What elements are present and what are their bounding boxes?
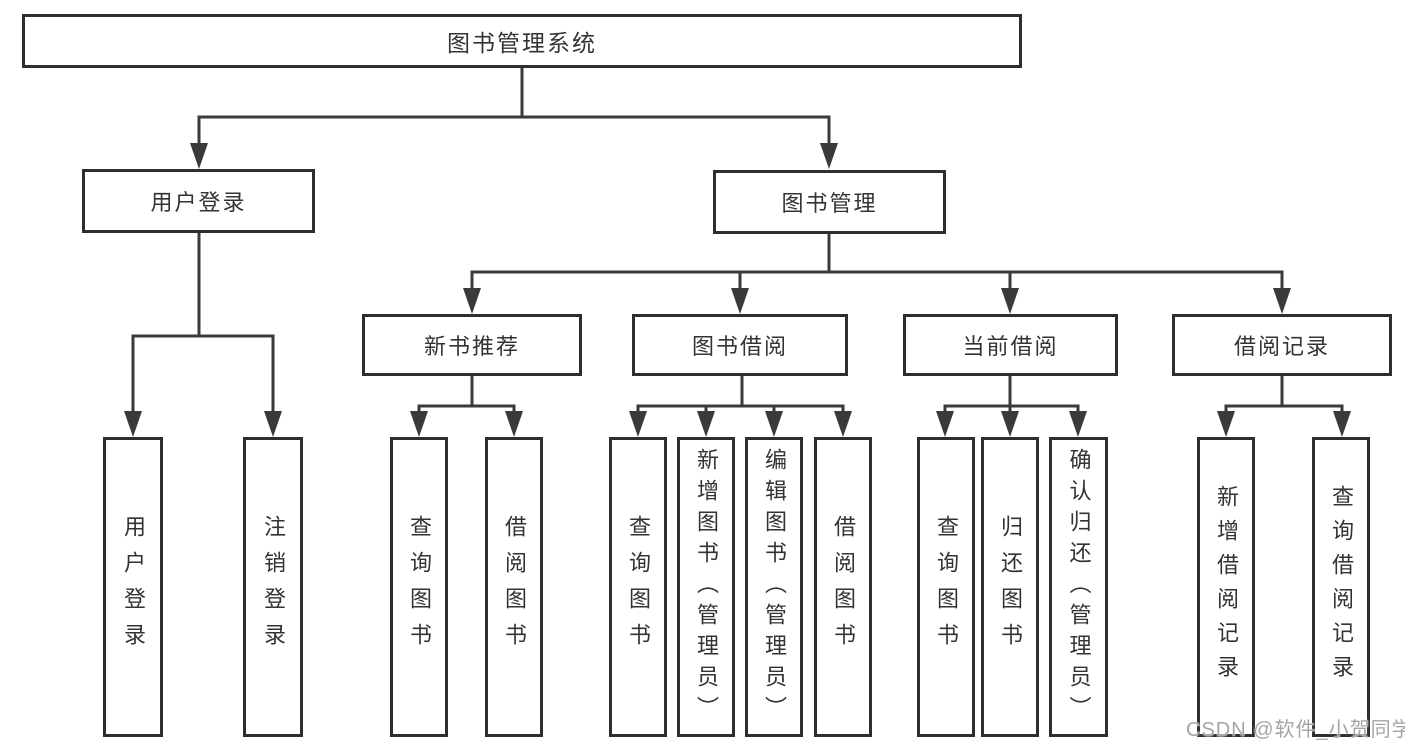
node-user-login-label: 用户登录 bbox=[150, 190, 247, 215]
leaf-user-login: 用户登录 bbox=[103, 437, 163, 737]
node-book-borrow: 图书借阅 bbox=[632, 314, 848, 376]
leaf-recommend-borrow-book: 借阅图书 bbox=[485, 437, 543, 737]
node-root: 图书管理系统 bbox=[22, 14, 1022, 68]
leaf-borrow-edit-book-admin-label: 编辑图书（管理员） bbox=[762, 447, 787, 727]
node-current-borrow: 当前借阅 bbox=[903, 314, 1118, 376]
leaf-recommend-borrow-book-label: 借阅图书 bbox=[502, 515, 527, 659]
leaf-current-return-book: 归还图书 bbox=[981, 437, 1039, 737]
node-new-book-recommend: 新书推荐 bbox=[362, 314, 582, 376]
node-borrow-records: 借阅记录 bbox=[1172, 314, 1392, 376]
leaf-borrow-query-book: 查询图书 bbox=[609, 437, 667, 737]
leaf-current-query-book-label: 查询图书 bbox=[934, 515, 959, 659]
leaf-logout-label: 注销登录 bbox=[261, 515, 286, 659]
leaf-logout: 注销登录 bbox=[243, 437, 303, 737]
leaf-borrow-add-book-admin: 新增图书（管理员） bbox=[677, 437, 735, 737]
leaf-records-query-record-label: 查询借阅记录 bbox=[1329, 485, 1354, 689]
leaf-records-add-record: 新增借阅记录 bbox=[1197, 437, 1255, 737]
leaf-borrow-borrow-book: 借阅图书 bbox=[814, 437, 872, 737]
leaf-borrow-query-book-label: 查询图书 bbox=[626, 515, 651, 659]
node-current-borrow-label: 当前借阅 bbox=[962, 334, 1059, 359]
leaf-records-add-record-label: 新增借阅记录 bbox=[1214, 485, 1239, 689]
node-book-management: 图书管理 bbox=[713, 170, 946, 234]
leaf-user-login-label: 用户登录 bbox=[121, 515, 146, 659]
leaf-recommend-query-book-label: 查询图书 bbox=[407, 515, 432, 659]
leaf-borrow-add-book-admin-label: 新增图书（管理员） bbox=[694, 447, 719, 727]
node-book-borrow-label: 图书借阅 bbox=[691, 334, 788, 359]
leaf-borrow-edit-book-admin: 编辑图书（管理员） bbox=[745, 437, 803, 737]
leaf-current-confirm-return-admin: 确认归还（管理员） bbox=[1049, 437, 1108, 737]
leaf-current-confirm-return-admin-label: 确认归还（管理员） bbox=[1066, 447, 1092, 727]
leaf-current-query-book: 查询图书 bbox=[917, 437, 975, 737]
node-new-book-recommend-label: 新书推荐 bbox=[423, 334, 520, 359]
node-user-login: 用户登录 bbox=[82, 169, 315, 233]
csdn-watermark: CSDN @软件_小贺同学 bbox=[1186, 719, 1405, 741]
node-root-label: 图书管理系统 bbox=[447, 30, 597, 56]
leaf-records-query-record: 查询借阅记录 bbox=[1312, 437, 1370, 737]
leaf-borrow-borrow-book-label: 借阅图书 bbox=[831, 515, 856, 659]
node-borrow-records-label: 借阅记录 bbox=[1233, 334, 1330, 359]
leaf-recommend-query-book: 查询图书 bbox=[390, 437, 448, 737]
leaf-current-return-book-label: 归还图书 bbox=[998, 515, 1023, 659]
node-book-management-label: 图书管理 bbox=[781, 191, 878, 216]
